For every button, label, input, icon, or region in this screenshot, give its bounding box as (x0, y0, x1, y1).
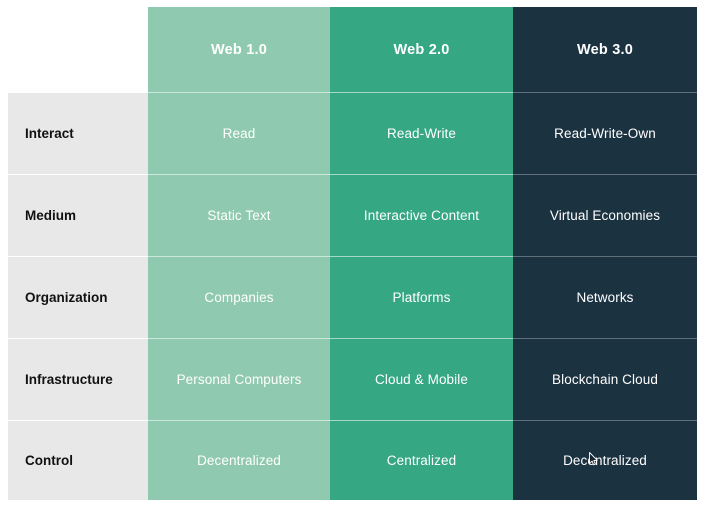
row-label-organization: Organization (8, 256, 148, 338)
cell-interact-web3: Read-Write-Own (513, 92, 697, 174)
cell-organization-web3: Networks (513, 256, 697, 338)
cell-infrastructure-web1: Personal Computers (148, 338, 330, 420)
cell-interact-web1: Read (148, 92, 330, 174)
cell-infrastructure-web2: Cloud & Mobile (330, 338, 513, 420)
column-header-web-2: Web 2.0 (330, 7, 513, 92)
cell-infrastructure-web3: Blockchain Cloud (513, 338, 697, 420)
cell-medium-web1: Static Text (148, 174, 330, 256)
row-label-interact: Interact (8, 92, 148, 174)
cell-medium-web2: Interactive Content (330, 174, 513, 256)
cell-interact-web2: Read-Write (330, 92, 513, 174)
cell-control-web2: Centralized (330, 420, 513, 500)
row-label-medium: Medium (8, 174, 148, 256)
cell-organization-web2: Platforms (330, 256, 513, 338)
cell-organization-web1: Companies (148, 256, 330, 338)
column-header-web-3: Web 3.0 (513, 7, 697, 92)
row-label-infrastructure: Infrastructure (8, 338, 148, 420)
column-header-web-1: Web 1.0 (148, 7, 330, 92)
web-evolution-comparison-table: Web 1.0 Web 2.0 Web 3.0 Interact Read Re… (8, 7, 697, 500)
cell-control-web3: Decentralized (513, 420, 697, 500)
row-label-control: Control (8, 420, 148, 500)
cell-medium-web3: Virtual Economies (513, 174, 697, 256)
cell-control-web1: Decentralized (148, 420, 330, 500)
table-corner-spacer (8, 7, 148, 92)
